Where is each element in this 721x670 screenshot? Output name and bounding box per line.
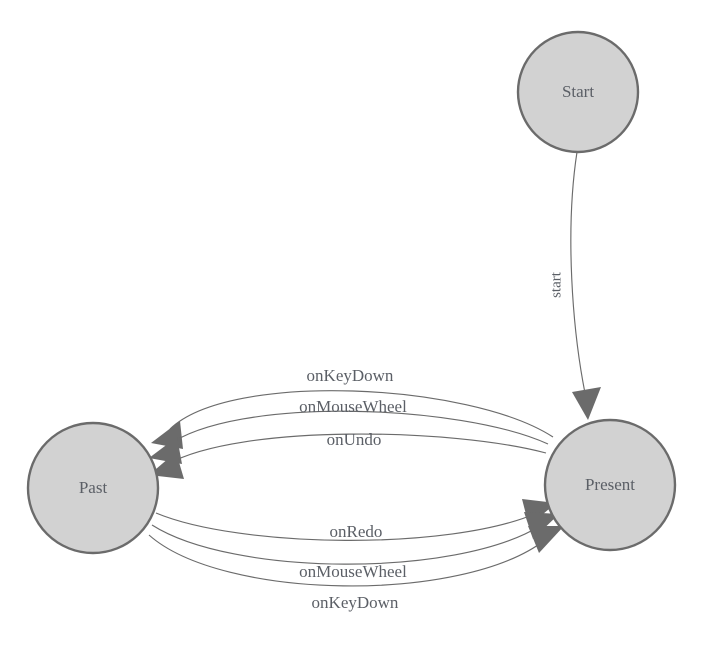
edge-label-present-to-past-onkeydown: onKeyDown bbox=[307, 366, 394, 385]
edge-label-past-to-present-onkeydown: onKeyDown bbox=[312, 593, 399, 612]
edge-past-to-present-onredo[interactable]: onRedo bbox=[155, 499, 556, 541]
edge-past-to-present-onmousewheel-path bbox=[151, 524, 541, 565]
edge-label-start: start bbox=[548, 271, 564, 298]
edge-past-to-present-onkeydown-path bbox=[148, 534, 546, 587]
edge-layer: start onKeyDown onMouseWheel onUndo onRe… bbox=[148, 151, 601, 612]
node-present[interactable]: Present bbox=[543, 418, 677, 552]
node-start-label: Start bbox=[562, 82, 594, 101]
edge-present-to-past-onundo[interactable]: onUndo bbox=[149, 430, 547, 479]
node-present-label: Present bbox=[585, 475, 635, 494]
edge-start-to-present[interactable]: start bbox=[548, 151, 601, 420]
node-past-circle bbox=[26, 421, 160, 555]
edge-present-to-past-onundo-arrowhead bbox=[149, 452, 184, 479]
node-layer: Start Past Present bbox=[26, 30, 677, 555]
edge-present-to-past-onkeydown-path bbox=[169, 390, 554, 438]
node-present-circle bbox=[543, 418, 677, 552]
node-start[interactable]: Start bbox=[516, 30, 640, 154]
edge-present-to-past-onundo-path bbox=[167, 433, 547, 465]
edge-past-to-present-onredo-path bbox=[155, 512, 538, 541]
edge-present-to-past-onmousewheel-path bbox=[166, 410, 549, 447]
edge-label-present-to-past-onmousewheel: onMouseWheel bbox=[299, 397, 407, 416]
node-past[interactable]: Past bbox=[26, 421, 160, 555]
edge-start-to-present-arrowhead bbox=[572, 387, 601, 420]
edge-label-present-to-past-onundo: onUndo bbox=[327, 430, 382, 449]
node-start-circle bbox=[516, 30, 640, 154]
edge-start-to-present-path bbox=[570, 151, 587, 399]
edge-past-to-present-onkeydown-arrowhead bbox=[528, 526, 564, 553]
edge-label-past-to-present-onmousewheel: onMouseWheel bbox=[299, 562, 407, 581]
edge-label-past-to-present-onredo: onRedo bbox=[330, 522, 383, 541]
node-past-label: Past bbox=[79, 478, 108, 497]
edge-past-to-present-onkeydown[interactable]: onKeyDown bbox=[148, 526, 564, 612]
